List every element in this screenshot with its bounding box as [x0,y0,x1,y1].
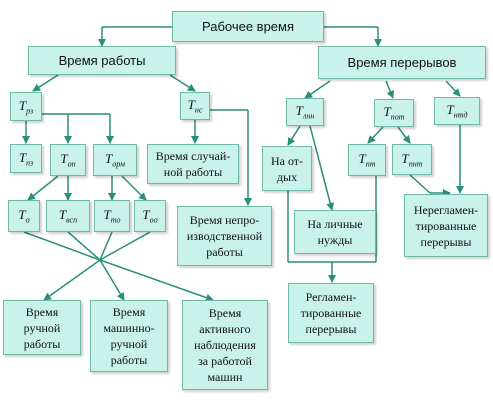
t-ns-symbol: Tнс [187,97,203,115]
t-pt-symbol: Tпт [358,151,376,169]
arrow-tpot-tpt [367,126,384,144]
t-pot-box: Tпот [374,99,414,127]
t-orm-box: Tорм [93,144,137,176]
work-time-label: Время работы [58,53,146,68]
t-rz-symbol: Tрз [18,97,34,116]
arrow-work-tns [169,74,196,92]
arrow-conv-active [99,259,214,302]
t-to-box: Tто [94,200,130,232]
arrow-conv-machine [99,259,125,301]
random-work-box: Время случай-ной работы [147,144,239,184]
t-vsp-symbol: Tвсп [58,207,78,225]
t-oo-symbol: Tоо [142,207,158,225]
work-time-box: Время работы [28,46,176,75]
t-to-symbol: Tто [103,207,121,225]
root-label: Рабочее время [201,19,295,34]
break-time-label: Время перерывов [347,55,457,70]
arrow-work-trz [32,74,59,92]
arrow-tlnn-rest [287,125,301,146]
t-orm-symbol: Tорм [105,151,125,169]
t-oo-box: Tоо [134,200,166,232]
arrow-tlnn-personal [309,125,335,211]
t-op-box: Tоп [50,144,86,176]
arrow-breaks-tlnn [304,80,331,99]
break-time-box: Время перерывов [318,46,486,79]
t-ntd-box: Tнтд [434,97,480,125]
arrow-breaks-tpot [385,80,395,99]
t-op-symbol: Tоп [60,151,76,169]
t-o-box: Tо [8,200,40,232]
root-box-working-time: Рабочее время [172,11,324,42]
t-vsp-box: Tвсп [46,200,90,232]
arrow-torm-too [121,175,147,201]
arrow-breaks-tntd [445,80,461,97]
arrow-top-to [27,175,59,201]
rest-box: На от-дых [262,146,312,191]
t-o-symbol: Tо [18,207,30,225]
t-lnn-symbol: Tлнн [295,103,315,121]
t-pz-symbol: Tпз [18,149,34,168]
t-pt-box: Tпт [348,144,386,176]
t-lnn-box: Tлнн [286,98,324,126]
t-rz-box: Tрз [10,92,42,121]
rest-text: На от-дых [270,153,304,184]
random-work-text: Время случай-ной работы [155,149,231,179]
t-ntd-symbol: Tнтд [446,102,468,120]
t-pz-box: Tпз [10,144,42,173]
arrow-conv-manual [43,259,101,301]
t-pnt-symbol: Tпнт [401,150,423,169]
arrow-tpot-tpnt [397,126,411,144]
t-pnt-box: Tпнт [392,144,432,175]
t-ns-box: Tнс [180,92,210,120]
t-pot-symbol: Tпот [383,104,405,122]
